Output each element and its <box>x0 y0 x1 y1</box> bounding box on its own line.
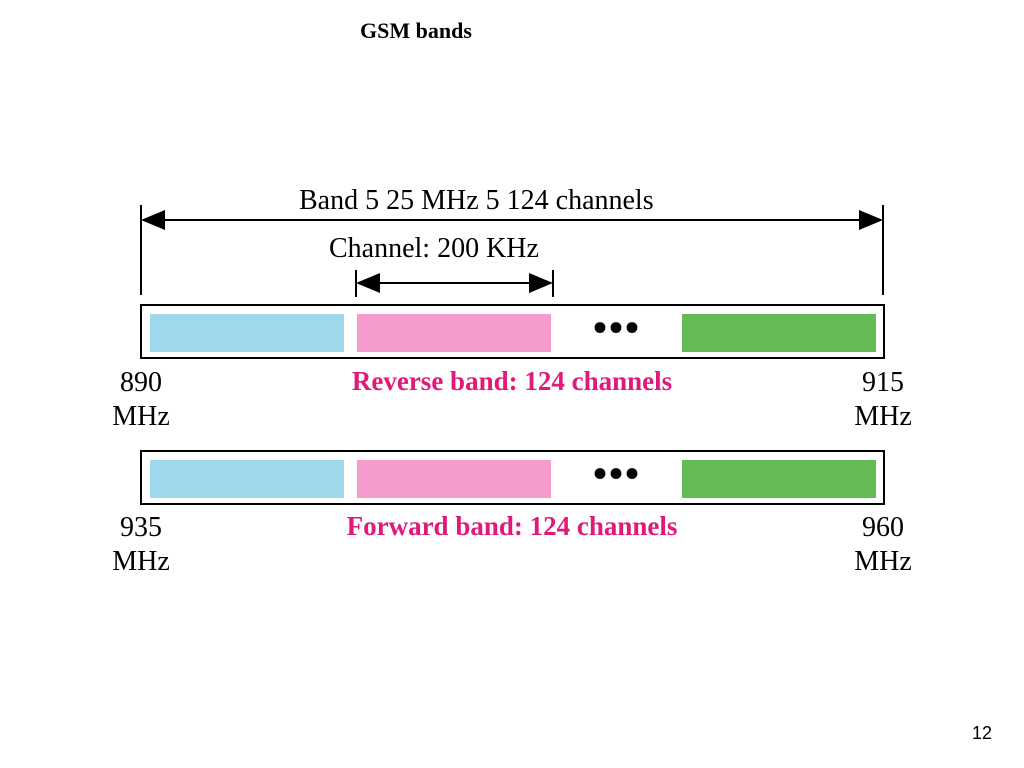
reverse-ellipsis: ••• <box>592 305 641 350</box>
forward-start-value: 935 <box>120 512 162 543</box>
forward-band-strip: ••• <box>140 450 885 505</box>
forward-channel-last <box>682 460 876 498</box>
band-width-label: Band 5 25 MHz 5 124 channels <box>299 185 654 216</box>
reverse-start-unit: MHz <box>112 401 170 432</box>
reverse-end-unit: MHz <box>854 401 912 432</box>
forward-end-unit: MHz <box>854 546 912 577</box>
forward-band-label: Forward band: 124 channels <box>346 511 678 541</box>
reverse-channel-last <box>682 314 876 352</box>
forward-ellipsis: ••• <box>592 451 641 496</box>
forward-channel-1 <box>150 460 344 498</box>
slide-title: GSM bands <box>360 18 472 43</box>
reverse-start-value: 890 <box>120 367 162 398</box>
reverse-band-label: Reverse band: 124 channels <box>351 366 673 396</box>
forward-start-unit: MHz <box>112 546 170 577</box>
channel-width-label: Channel: 200 KHz <box>329 233 539 264</box>
forward-start-frequency: 935 MHz <box>96 511 186 579</box>
reverse-end-frequency: 915 MHz <box>838 366 928 434</box>
forward-channel-2 <box>357 460 551 498</box>
reverse-channel-2 <box>357 314 551 352</box>
forward-end-frequency: 960 MHz <box>838 511 928 579</box>
page-number: 12 <box>971 723 992 743</box>
reverse-channel-1 <box>150 314 344 352</box>
forward-end-value: 960 <box>862 512 904 543</box>
reverse-end-value: 915 <box>862 367 904 398</box>
reverse-start-frequency: 890 MHz <box>96 366 186 434</box>
reverse-band-strip: ••• <box>140 304 885 359</box>
